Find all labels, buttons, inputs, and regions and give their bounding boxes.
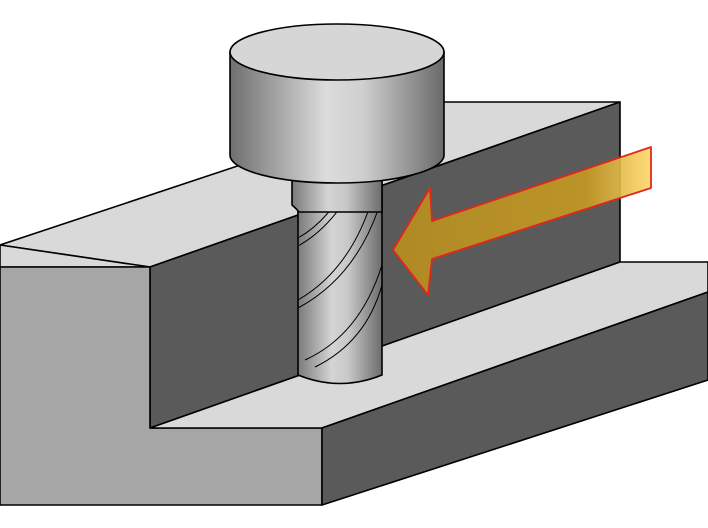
front-lower-face (321, 291, 708, 506)
feed-arrow-shape (392, 146, 652, 296)
flute-line (314, 284, 383, 368)
tool-holder-body (229, 51, 445, 184)
end-mill-icon (229, 23, 445, 385)
tool-holder-top (229, 23, 445, 81)
slot-floor-face (149, 261, 708, 429)
workpiece-block-icon (0, 101, 708, 506)
flute-line (297, 209, 379, 309)
flute-line (297, 199, 373, 301)
feed-direction-arrow-icon (392, 146, 652, 296)
flute-line (304, 264, 383, 361)
